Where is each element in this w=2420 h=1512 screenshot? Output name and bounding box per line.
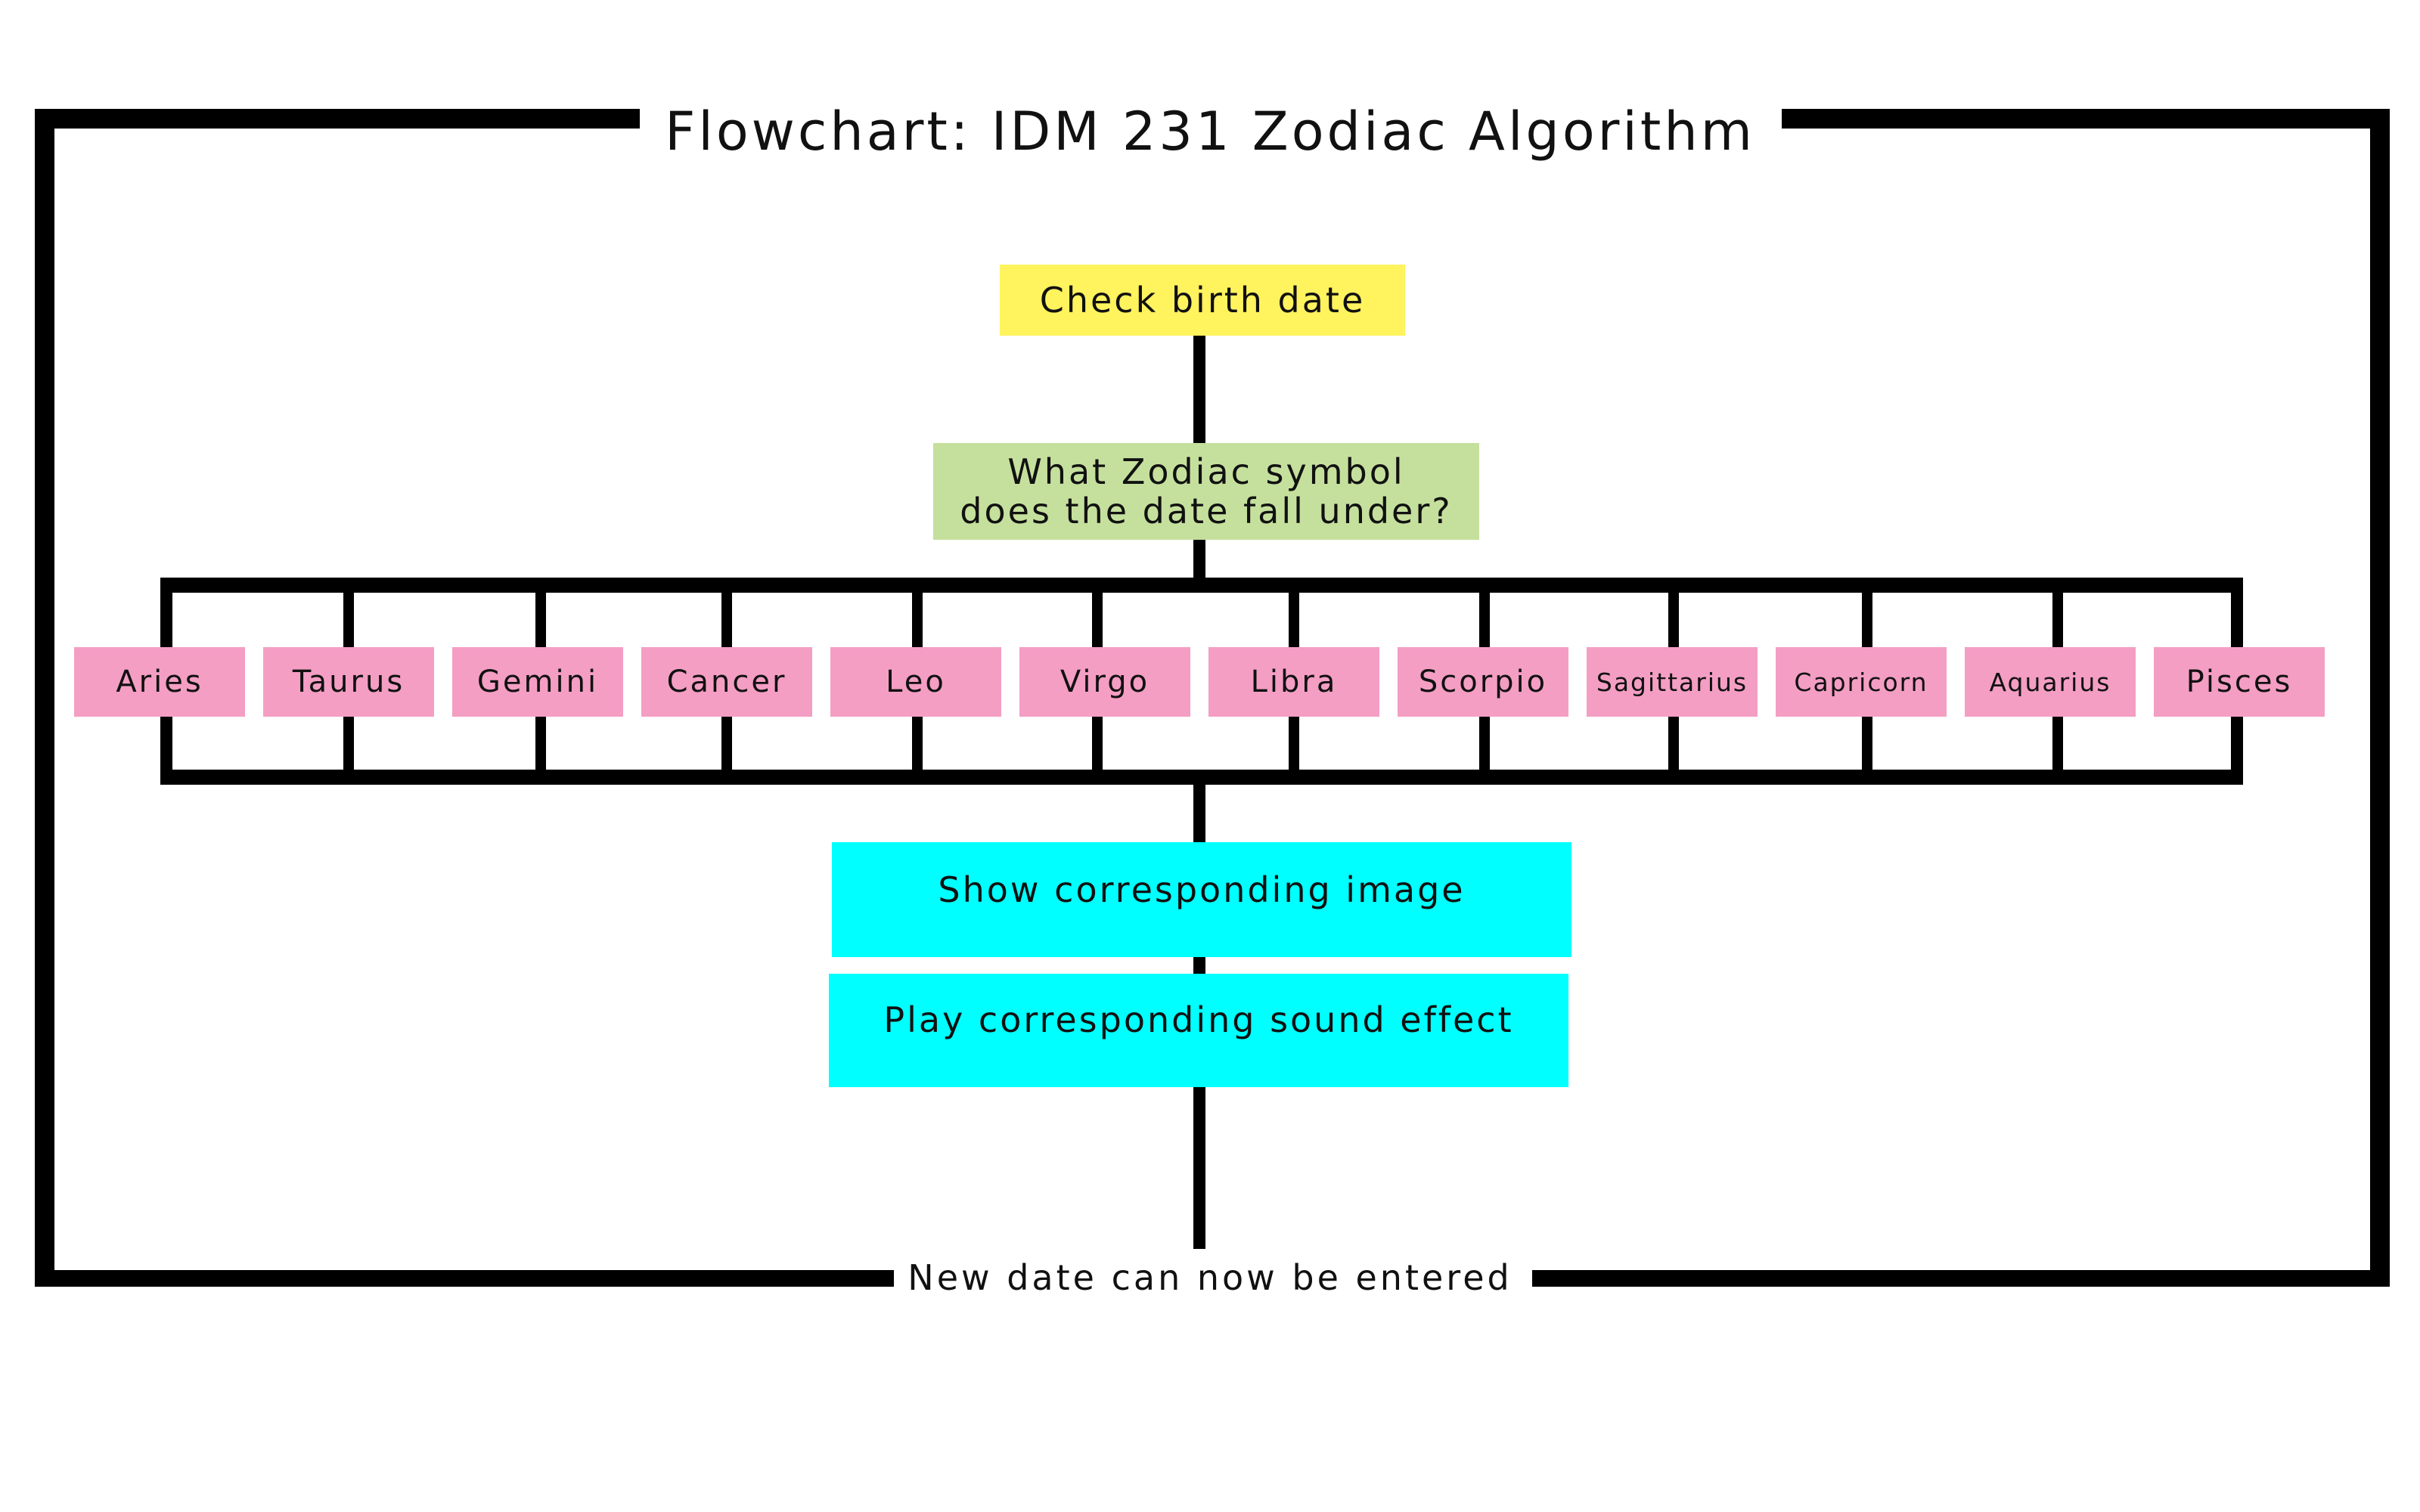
sign-box-capricorn: Capricorn: [1776, 647, 1947, 717]
end-label: New date can now be entered: [908, 1257, 1512, 1298]
play-sound-label: Play corresponding sound effect: [883, 999, 1514, 1040]
question-line-1: What Zodiac symbol: [1007, 451, 1405, 492]
sign-label: Leo: [886, 665, 946, 699]
frame-bottom-left: [35, 1270, 894, 1287]
connector-sound-end: [1193, 1087, 1205, 1249]
connector-branch-image: [1193, 785, 1205, 842]
connector-start-question: [1193, 336, 1205, 443]
sign-box-cancer: Cancer: [641, 647, 812, 717]
sign-box-scorpio: Scorpio: [1398, 647, 1568, 717]
play-sound-box: Play corresponding sound effect: [829, 974, 1568, 1087]
sign-label: Scorpio: [1418, 665, 1548, 699]
frame-left: [35, 109, 54, 1287]
branch-top-bus: [160, 578, 2243, 593]
branch-bottom-bus: [160, 770, 2243, 785]
frame-right: [2370, 109, 2390, 1287]
sign-label: Aries: [116, 665, 203, 699]
start-label: Check birth date: [1039, 280, 1366, 321]
sign-label: Libra: [1250, 665, 1338, 699]
sign-label: Taurus: [292, 665, 405, 699]
question-line-2: does the date fall under?: [960, 491, 1453, 531]
sign-box-virgo: Virgo: [1019, 647, 1190, 717]
sign-label: Gemini: [476, 665, 599, 699]
sign-box-aries: Aries: [74, 647, 245, 717]
sign-label: Sagittarius: [1596, 667, 1748, 697]
sign-box-leo: Leo: [830, 647, 1001, 717]
connector-image-sound: [1193, 957, 1205, 974]
show-image-box: Show corresponding image: [832, 842, 1571, 957]
frame-bottom-right: [1532, 1270, 2390, 1287]
sign-label: Pisces: [2186, 665, 2293, 699]
sign-box-sagittarius: Sagittarius: [1587, 647, 1758, 717]
question-box: What Zodiac symbol does the date fall un…: [933, 443, 1479, 540]
diagram-title: Flowchart: IDM 231 Zodiac Algorithm: [665, 101, 1755, 163]
sign-label: Cancer: [666, 665, 787, 699]
frame-top-right: [1782, 109, 2390, 129]
sign-box-pisces: Pisces: [2154, 647, 2325, 717]
start-box: Check birth date: [1000, 265, 1405, 336]
sign-label: Virgo: [1060, 665, 1150, 699]
sign-label: Capricorn: [1794, 667, 1928, 697]
frame-top-left: [35, 109, 640, 129]
sign-label: Aquarius: [1989, 667, 2111, 697]
sign-box-aquarius: Aquarius: [1965, 647, 2136, 717]
show-image-label: Show corresponding image: [938, 869, 1466, 910]
sign-box-taurus: Taurus: [263, 647, 434, 717]
connector-question-branch: [1193, 540, 1205, 578]
sign-box-gemini: Gemini: [452, 647, 623, 717]
sign-box-libra: Libra: [1208, 647, 1379, 717]
